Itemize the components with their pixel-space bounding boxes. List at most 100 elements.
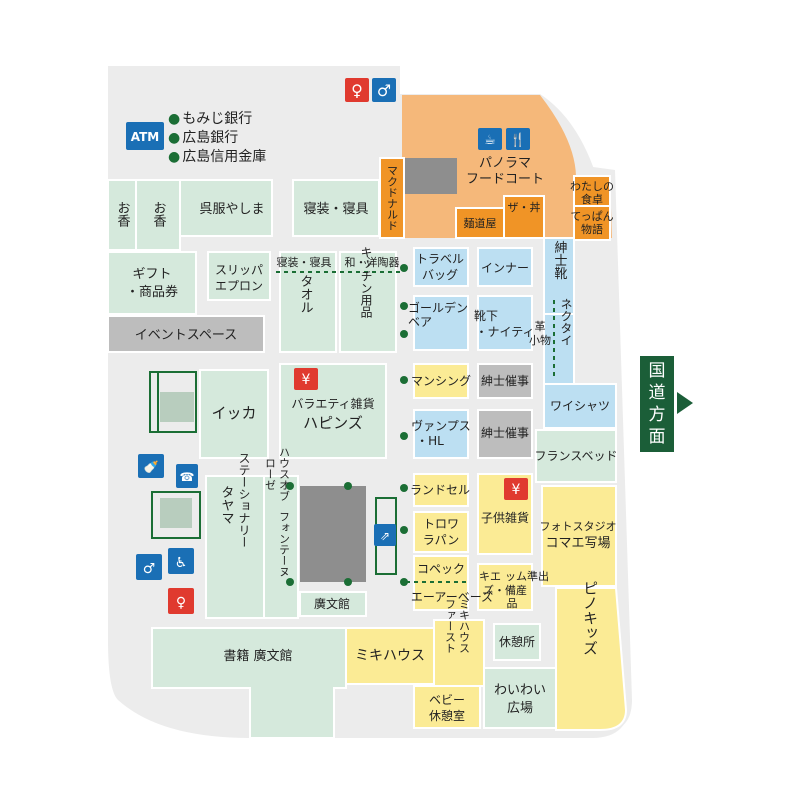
store-mendoya[interactable] (455, 207, 505, 239)
label-airbase: エーアーベーズ (411, 589, 493, 604)
store-tayama[interactable] (205, 475, 265, 619)
label-kawa-2: 小物 (529, 333, 551, 347)
store-pinokids[interactable] (555, 587, 628, 731)
label-travel-1: トラベル (416, 252, 464, 266)
store-koubunkan-small[interactable] (299, 591, 367, 617)
store-gofuku[interactable] (179, 179, 273, 237)
svg-text:¥: ¥ (302, 372, 311, 388)
store-kyukei[interactable] (493, 623, 541, 661)
label-shinsou2: 寝装・寝具 (277, 255, 332, 269)
label-kyukei: 休憩所 (499, 634, 535, 649)
label-gift-2: ・商品券 (126, 284, 178, 300)
label-torowa-1: トロワ (423, 517, 459, 531)
store-miki-first[interactable] (433, 619, 485, 687)
label-mansing: マンシング (411, 374, 471, 388)
label-golden-2: ベア (408, 315, 432, 329)
atm-icon: ATM (126, 122, 164, 150)
label-ikka: イッカ (211, 404, 256, 422)
store-shinsou[interactable] (292, 179, 380, 237)
store-rose[interactable] (263, 475, 299, 619)
label-golden-1: ゴールデン (408, 300, 468, 315)
label-kodomo: 子供雑貨 (481, 510, 529, 525)
label-macdonald: マクドナルド (386, 165, 399, 231)
label-photo-1: フォトスタジオ (540, 520, 617, 533)
elevator-steps (160, 498, 192, 528)
store-mikihouse[interactable] (345, 627, 435, 685)
store-baby[interactable] (413, 685, 481, 729)
label-photo-2: コマエ写場 (545, 536, 610, 551)
label-slipper-1: スリッパ (215, 263, 263, 277)
store-vamps[interactable] (413, 409, 469, 459)
svg-text:☎: ☎ (180, 470, 195, 484)
store-kutsushita[interactable] (477, 295, 533, 351)
store-shinshi-event2[interactable] (477, 409, 533, 459)
label-okou2: お香 (151, 201, 167, 228)
store-france[interactable] (535, 429, 617, 483)
label-vamps-2: ・HL (416, 434, 444, 448)
store-kids-good[interactable] (477, 563, 533, 611)
label-event-space: イベントスペース (135, 328, 237, 343)
store-ikka[interactable] (199, 369, 269, 459)
store-photo[interactable] (541, 485, 617, 587)
label-tayama-1: ステーショナリー (237, 452, 251, 548)
nursery-icon: 🍼 (138, 454, 164, 478)
wheelchair-icon: ♂ ♿ ♀ (136, 548, 194, 614)
store-golden[interactable] (413, 295, 469, 351)
direction-char: 道 (648, 383, 666, 403)
label-tayama-2: タヤマ (219, 486, 235, 525)
store-shinshi-kutsu[interactable] (543, 237, 575, 315)
label-france: フランスベッド (535, 449, 618, 463)
atm-bank-list: もみじ銀行 広島銀行 広島信用金庫 (168, 110, 266, 167)
label-gift-1: ギフト (132, 267, 171, 282)
label-kids-good-3: ズ・備産 (483, 583, 527, 597)
label-inner: インナー (481, 261, 529, 275)
label-shinshi-event1: 紳士催事 (481, 374, 529, 388)
label-baby-2: 休憩室 (429, 708, 465, 723)
store-watashi[interactable] (573, 175, 611, 207)
label-waiwai-2: 広場 (507, 701, 533, 716)
store-mansing[interactable] (413, 363, 469, 399)
label-rose-3: フォンテーヌ (278, 511, 291, 577)
label-watashi-2: 食卓 (581, 192, 603, 206)
label-wishirt: ワイシャツ (550, 399, 610, 413)
label-koubunkan-small: 廣文館 (314, 596, 350, 611)
svg-text:¥: ¥ (512, 482, 521, 498)
store-shinshi-event1[interactable] (477, 363, 533, 399)
label-mendoya: 麺道屋 (464, 216, 497, 230)
food-court-gray (405, 158, 457, 194)
phone-icon: ☎ (176, 464, 198, 488)
store-kitchen[interactable] (339, 251, 397, 353)
svg-text:ATM: ATM (131, 130, 159, 144)
store-okou1[interactable] (107, 179, 137, 251)
label-shinsou: 寝装・寝具 (303, 201, 368, 217)
store-towel[interactable] (279, 251, 337, 353)
store-slipper[interactable] (207, 251, 271, 301)
label-travel-2: バッグ (422, 268, 458, 282)
svg-text:☕: ☕ (484, 133, 496, 148)
food-court-area[interactable] (402, 95, 612, 238)
label-rose-2: ハウスオブ (278, 447, 291, 502)
store-teppan[interactable] (573, 205, 611, 241)
label-food-court-1: パノラマ (479, 156, 531, 171)
store-waiwai[interactable] (483, 667, 557, 729)
store-okou2[interactable] (135, 179, 181, 251)
store-necktie[interactable] (543, 313, 575, 385)
store-travel[interactable] (413, 247, 469, 287)
store-torowa[interactable] (413, 511, 469, 553)
label-kids-good-2: ッム準出 (505, 569, 549, 583)
label-shinshi-event2: 紳士催事 (481, 426, 529, 440)
yen-icon-kids: ¥ (504, 478, 528, 500)
store-gift[interactable] (107, 251, 197, 315)
bank-item: 広島信用金庫 (168, 148, 266, 167)
store-inner[interactable] (477, 247, 533, 287)
direction-sign: 国 道 方 面 (640, 356, 674, 452)
store-landsel[interactable] (413, 473, 469, 507)
svg-text:♀: ♀ (351, 81, 363, 100)
store-zadon[interactable] (503, 195, 545, 239)
store-wishirt[interactable] (543, 383, 617, 429)
label-necktie: ネクタイ (559, 298, 573, 346)
label-food-court-2: フードコート (466, 172, 544, 187)
event-space[interactable] (107, 315, 265, 353)
label-landsel: ランドセル (410, 483, 470, 497)
direction-char: 国 (648, 361, 666, 381)
